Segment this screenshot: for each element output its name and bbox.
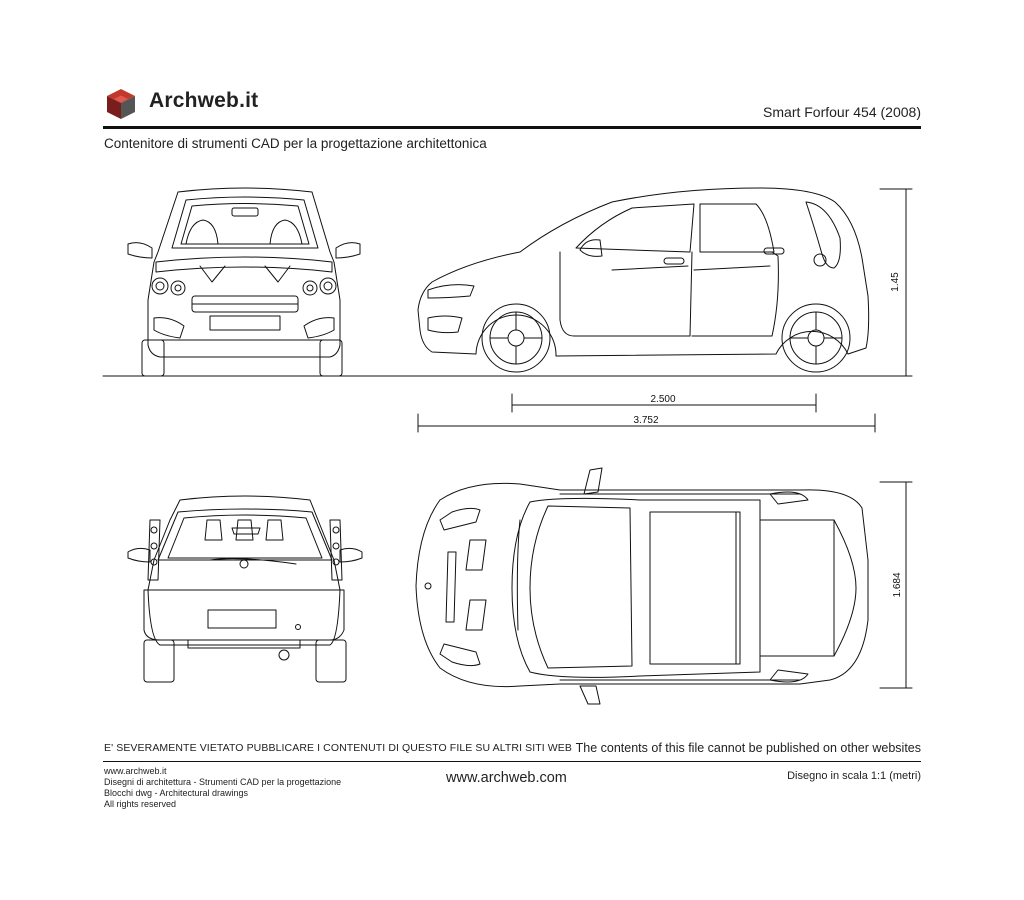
footer-divider xyxy=(103,761,921,762)
notice-italian: E' SEVERAMENTE VIETATO PUBBLICARE I CONT… xyxy=(104,742,572,754)
header-divider xyxy=(103,126,921,129)
footer-site-link[interactable]: www.archweb.it xyxy=(104,766,167,776)
height-label: 1.45 xyxy=(890,272,901,292)
archweb-cube-logo-icon xyxy=(107,89,135,119)
drawing-scale: Disegno in scala 1:1 (metri) xyxy=(787,770,921,782)
notice-english: The contents of this file cannot be publ… xyxy=(575,741,921,755)
footer-url-link[interactable]: www.archweb.com xyxy=(446,770,567,786)
page-subtitle: Contenitore di strumenti CAD per la prog… xyxy=(104,136,487,151)
footer-line-blocks: Blocchi dwg - Architectural drawings xyxy=(104,788,249,798)
footer-line-cad: Disegni di architettura - Strumenti CAD … xyxy=(104,777,342,787)
length-label: 3.752 xyxy=(633,415,658,426)
wheelbase-label: 2.500 xyxy=(650,394,675,405)
side-view xyxy=(417,187,870,373)
rear-view xyxy=(127,495,363,683)
top-view xyxy=(415,467,869,705)
footer-line-rights: All rights reserved xyxy=(104,799,177,809)
side-dimensions xyxy=(417,188,913,689)
drawing-title: Smart Forfour 454 (2008) xyxy=(763,104,921,120)
width-label: 1.684 xyxy=(892,572,903,597)
front-view xyxy=(127,187,361,377)
brand-name[interactable]: Archweb.it xyxy=(149,89,259,112)
